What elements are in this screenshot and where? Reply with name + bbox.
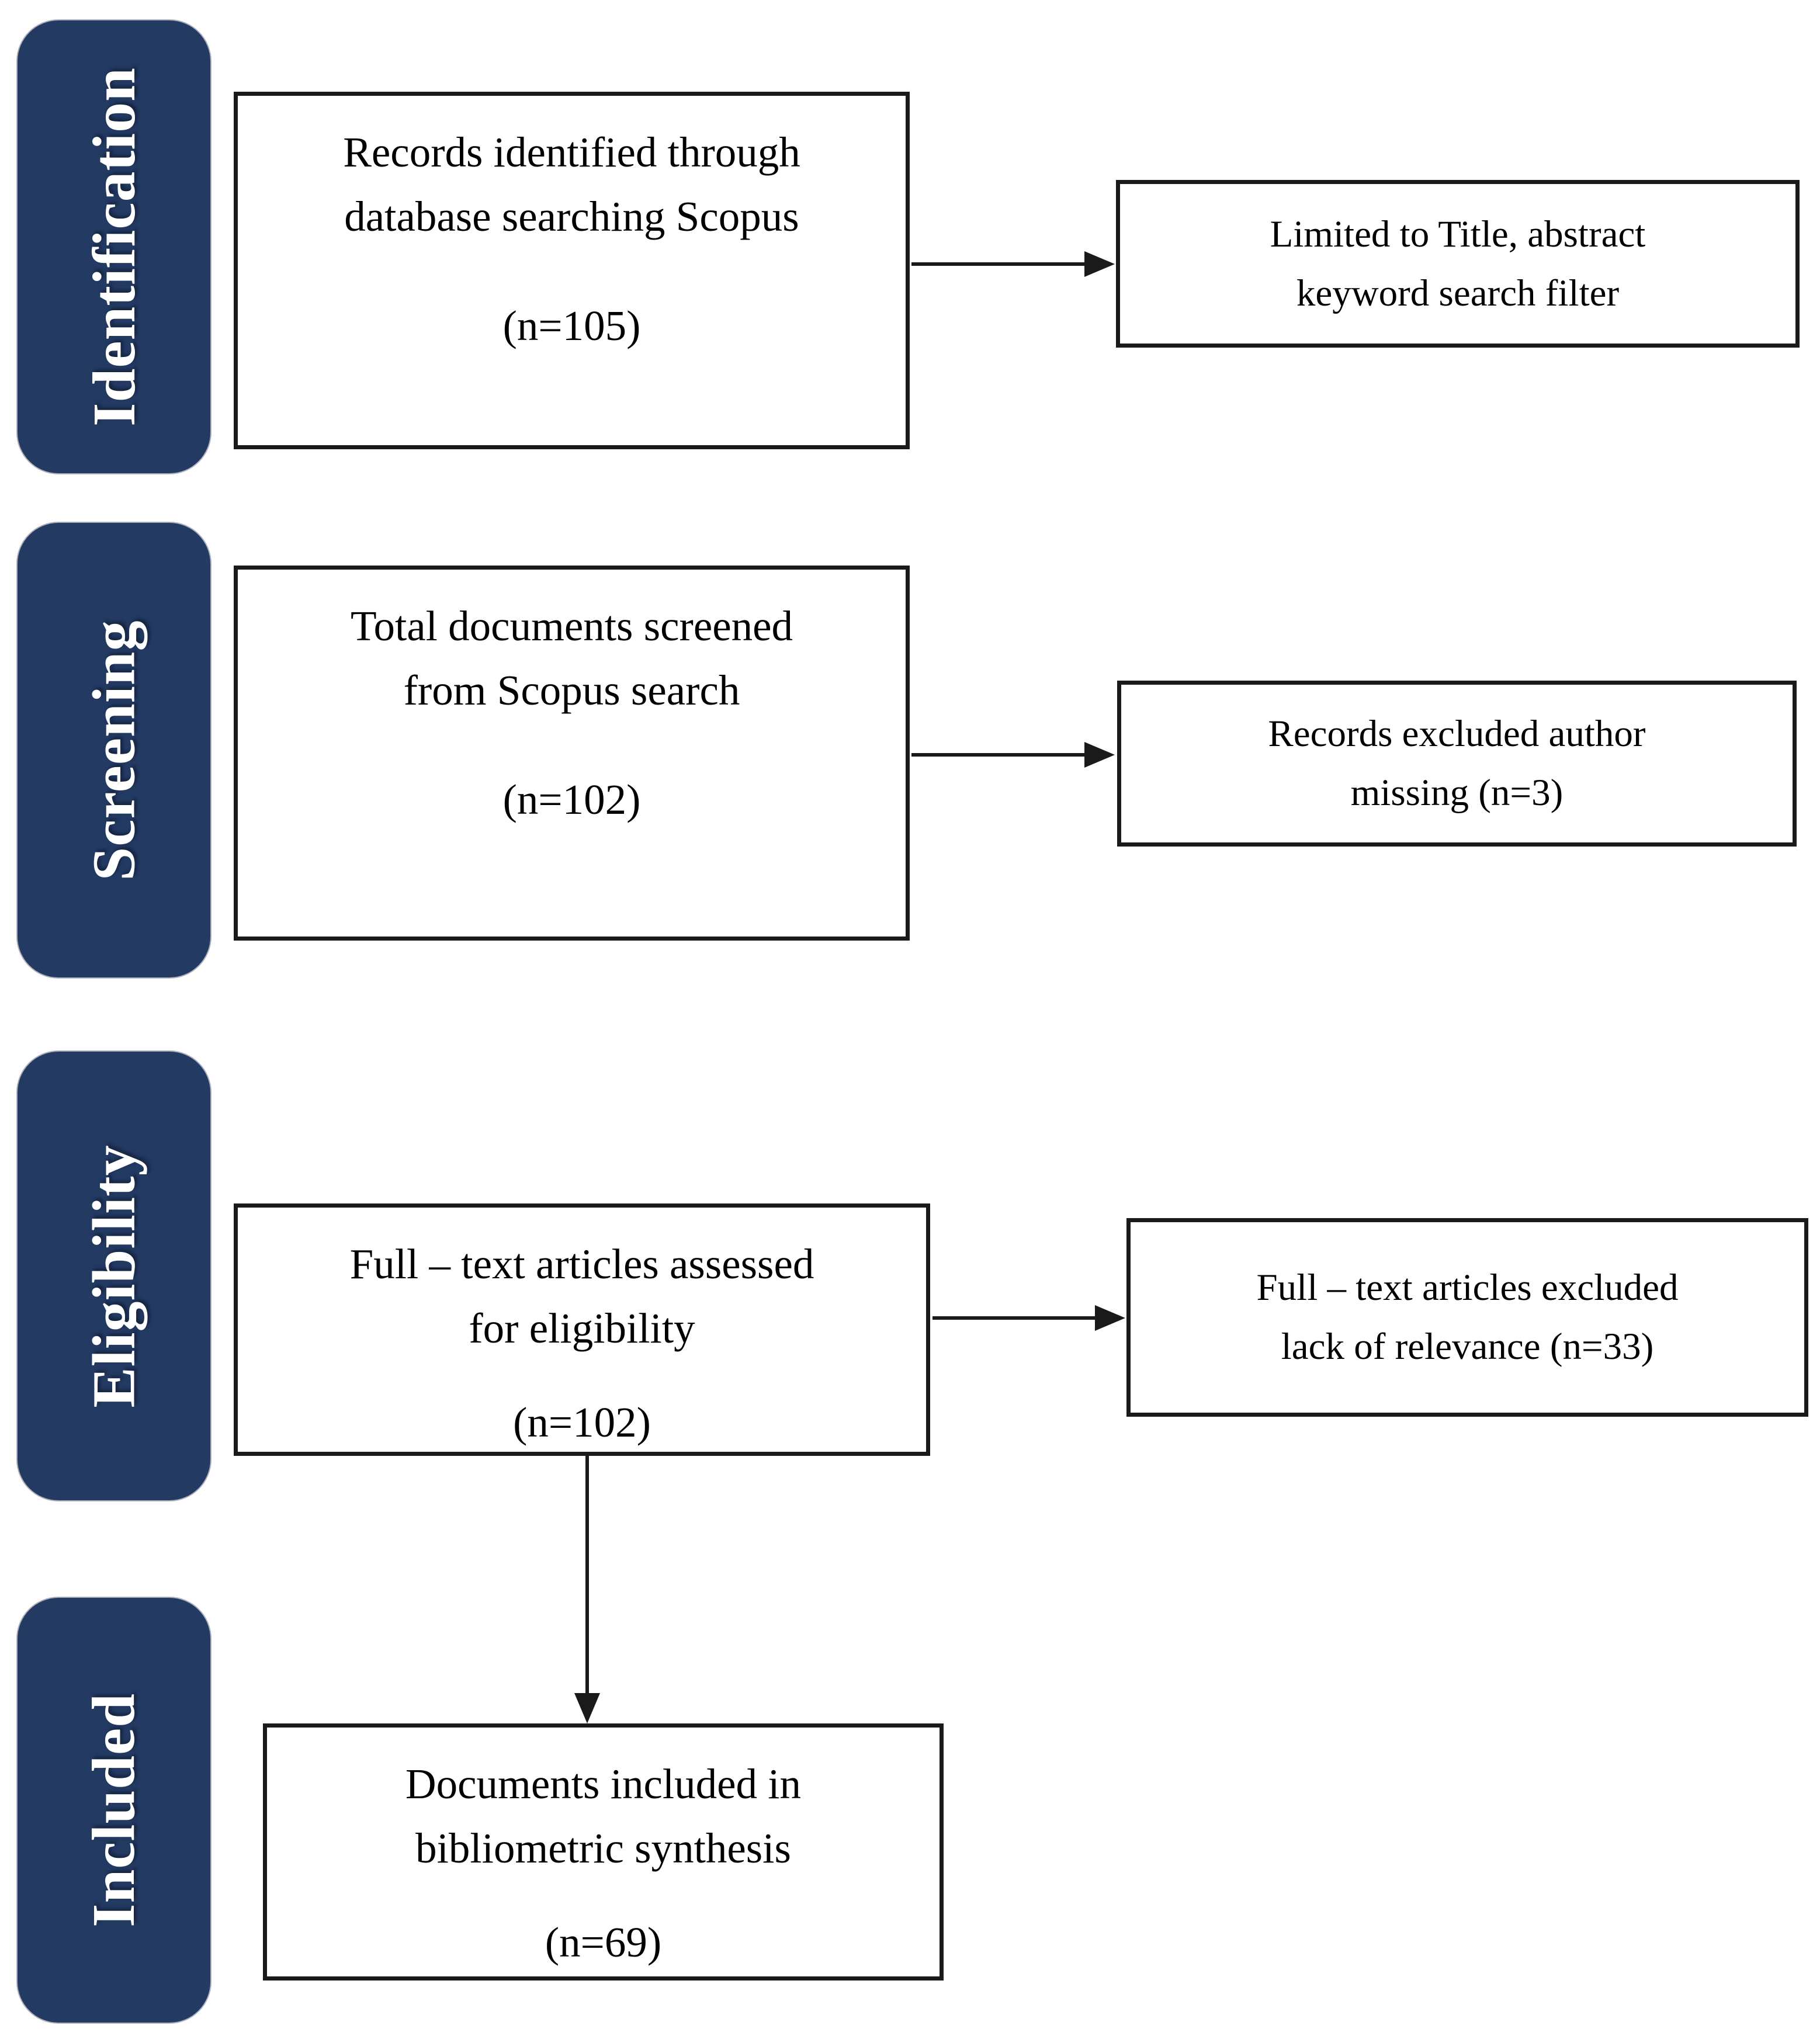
box-documents-screened-text: Total documents screened from Scopus sea… bbox=[351, 594, 793, 722]
box-documents-included-count: (n=69) bbox=[545, 1919, 662, 1966]
stage-identification: Identification bbox=[18, 20, 210, 473]
text-line: Total documents screened bbox=[350, 602, 793, 650]
stage-identification-label: Identification bbox=[80, 67, 148, 426]
text-line: keyword search filter bbox=[1296, 272, 1620, 314]
box-fulltext-excluded: Full – text articles excluded lack of re… bbox=[1126, 1218, 1808, 1417]
text-line: Limited to Title, abstract bbox=[1270, 213, 1646, 255]
text-line: Full – text articles assessed bbox=[349, 1240, 814, 1288]
text-line: Full – text articles excluded bbox=[1256, 1267, 1679, 1309]
stage-included: Included bbox=[18, 1598, 210, 2023]
arrow-screening-to-excluded bbox=[911, 742, 1115, 768]
text-line: Records identified through bbox=[343, 129, 800, 176]
stage-included-label: Included bbox=[80, 1692, 148, 1928]
stage-eligibility-label: Eligibility bbox=[80, 1144, 148, 1408]
arrow-identification-to-filter bbox=[911, 251, 1115, 277]
box-records-identified-text: Records identified through database sear… bbox=[343, 120, 800, 248]
text-line: bibliometric synthesis bbox=[415, 1824, 791, 1872]
box-documents-included: Documents included in bibliometric synth… bbox=[263, 1723, 944, 1980]
stage-eligibility: Eligibility bbox=[18, 1052, 210, 1500]
box-documents-included-text: Documents included in bibliometric synth… bbox=[405, 1752, 801, 1880]
stage-screening-label: Screening bbox=[80, 619, 148, 881]
box-documents-screened-count: (n=102) bbox=[502, 776, 641, 823]
text-line: missing (n=3) bbox=[1350, 772, 1564, 814]
text-line: Records excluded author bbox=[1268, 713, 1646, 755]
box-records-excluded: Records excluded author missing (n=3) bbox=[1117, 681, 1797, 847]
text-line: Documents included in bbox=[405, 1760, 802, 1808]
text-line: database searching Scopus bbox=[344, 192, 799, 240]
box-fulltext-assessed-count: (n=102) bbox=[513, 1399, 651, 1446]
arrow-head bbox=[1084, 742, 1115, 768]
box-title-abstract-filter: Limited to Title, abstract keyword searc… bbox=[1116, 180, 1800, 348]
arrow-eligibility-to-included bbox=[574, 1456, 600, 1723]
arrow-head bbox=[574, 1693, 600, 1723]
box-fulltext-assessed: Full – text articles assessed for eligib… bbox=[234, 1203, 930, 1456]
box-documents-screened: Total documents screened from Scopus sea… bbox=[234, 566, 910, 941]
arrow-eligibility-to-excluded bbox=[932, 1305, 1125, 1331]
text-line: lack of relevance (n=33) bbox=[1281, 1326, 1654, 1368]
box-fulltext-assessed-text: Full – text articles assessed for eligib… bbox=[350, 1232, 814, 1360]
stage-screening: Screening bbox=[18, 523, 210, 977]
arrow-head bbox=[1095, 1305, 1125, 1331]
box-records-identified-count: (n=105) bbox=[502, 302, 641, 349]
text-line: from Scopus search bbox=[403, 666, 740, 714]
box-records-identified: Records identified through database sear… bbox=[234, 92, 910, 449]
text-line: for eligibility bbox=[469, 1304, 695, 1352]
arrow-head bbox=[1084, 251, 1115, 277]
